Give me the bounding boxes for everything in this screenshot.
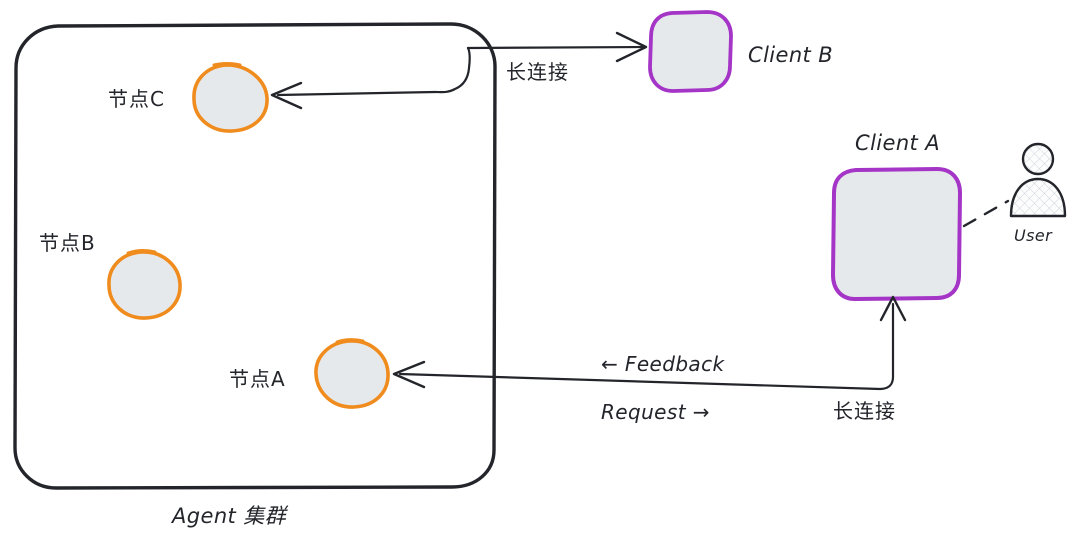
arrowhead-to-node-a — [392, 360, 426, 389]
cluster-title: Agent 集群 — [170, 504, 289, 528]
node-a-circle[interactable] — [314, 339, 390, 409]
edge-label-request: Request → — [601, 400, 710, 424]
user-label: User — [1014, 226, 1053, 245]
client-a-label: Client A — [855, 131, 940, 155]
node-c-label: 节点C — [108, 87, 165, 111]
user-actor[interactable]: User — [1009, 142, 1067, 245]
edge-user-to-client-a — [962, 199, 1010, 228]
agent-cluster-boundary — [13, 22, 497, 490]
edge-label-feedback: ← Feedback — [601, 352, 725, 376]
node-c[interactable]: 节点C — [108, 62, 269, 133]
arrowhead-to-client-a — [879, 295, 907, 322]
client-a[interactable]: Client A — [831, 131, 962, 301]
client-b-label: Client B — [748, 43, 833, 67]
user-head-icon — [1021, 142, 1055, 176]
node-b-label: 节点B — [39, 231, 96, 255]
client-a-title-group: Client A — [855, 131, 940, 155]
edge-label-long-connection-bottom: 长连接 — [833, 399, 896, 423]
edge-client-a-to-node-a — [392, 295, 907, 391]
user-body-icon — [1009, 177, 1067, 218]
node-c-circle[interactable] — [192, 63, 269, 133]
node-b-circle[interactable] — [107, 250, 182, 320]
arrowhead-to-node-c — [270, 81, 303, 110]
node-b[interactable]: 节点B — [39, 231, 182, 320]
edge-label-long-connection-top: 长连接 — [506, 60, 569, 84]
node-a[interactable]: 节点A — [229, 338, 390, 409]
node-a-label: 节点A — [229, 367, 286, 391]
client-a-box[interactable] — [831, 167, 962, 301]
client-b-box[interactable] — [648, 10, 733, 93]
client-b[interactable]: Client B — [648, 10, 833, 93]
edge-client-b-to-node-c — [270, 46, 471, 110]
arrowhead-to-client-b — [615, 31, 648, 63]
edge-cluster-to-client-b: 长连接 — [466, 31, 648, 84]
